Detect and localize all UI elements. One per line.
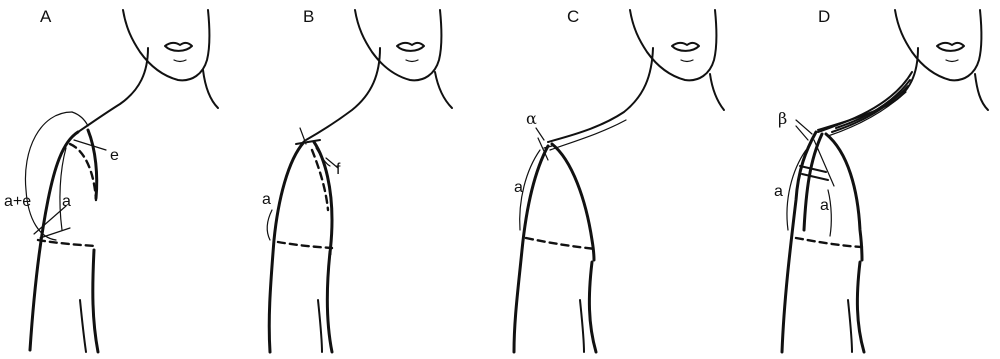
- sleeve-outer-b: [269, 142, 304, 352]
- annotation-a-panel-d-left: a: [774, 183, 783, 200]
- panel-label-b: B: [303, 7, 314, 26]
- head-figure-a: [123, 10, 209, 80]
- panel-label-c: C: [567, 7, 579, 26]
- annotation-a-panel-b: a: [262, 191, 271, 208]
- sleeve-outer-c: [514, 146, 548, 352]
- head-figure-b: [355, 10, 441, 80]
- panel-b: B f a: [262, 7, 452, 352]
- panel-label-d: D: [818, 7, 830, 26]
- head-figure-c: [630, 10, 716, 80]
- panel-a: A e a+e a: [4, 7, 218, 352]
- armhole-line-a: [38, 240, 96, 246]
- armhole-line-c: [526, 238, 596, 249]
- annotation-e: e: [110, 147, 119, 164]
- annotation-a-plus-e: a+e: [4, 193, 31, 210]
- sleeve-outer-a: [30, 132, 78, 350]
- annotation-beta: β: [778, 109, 787, 128]
- head-figure-d: [895, 10, 981, 80]
- armhole-line-d: [796, 238, 862, 247]
- annotation-alpha: α: [526, 109, 537, 128]
- panel-d: D β a a: [774, 7, 988, 352]
- armhole-line-b: [278, 242, 332, 248]
- annotation-a-panel-d-right: a: [820, 197, 829, 214]
- annotation-f: f: [336, 161, 341, 178]
- panel-label-a: A: [40, 7, 52, 26]
- panel-c: C α a: [514, 7, 724, 352]
- annotation-a-panel-c: a: [514, 179, 523, 196]
- annotation-a-panel-a: a: [62, 193, 71, 210]
